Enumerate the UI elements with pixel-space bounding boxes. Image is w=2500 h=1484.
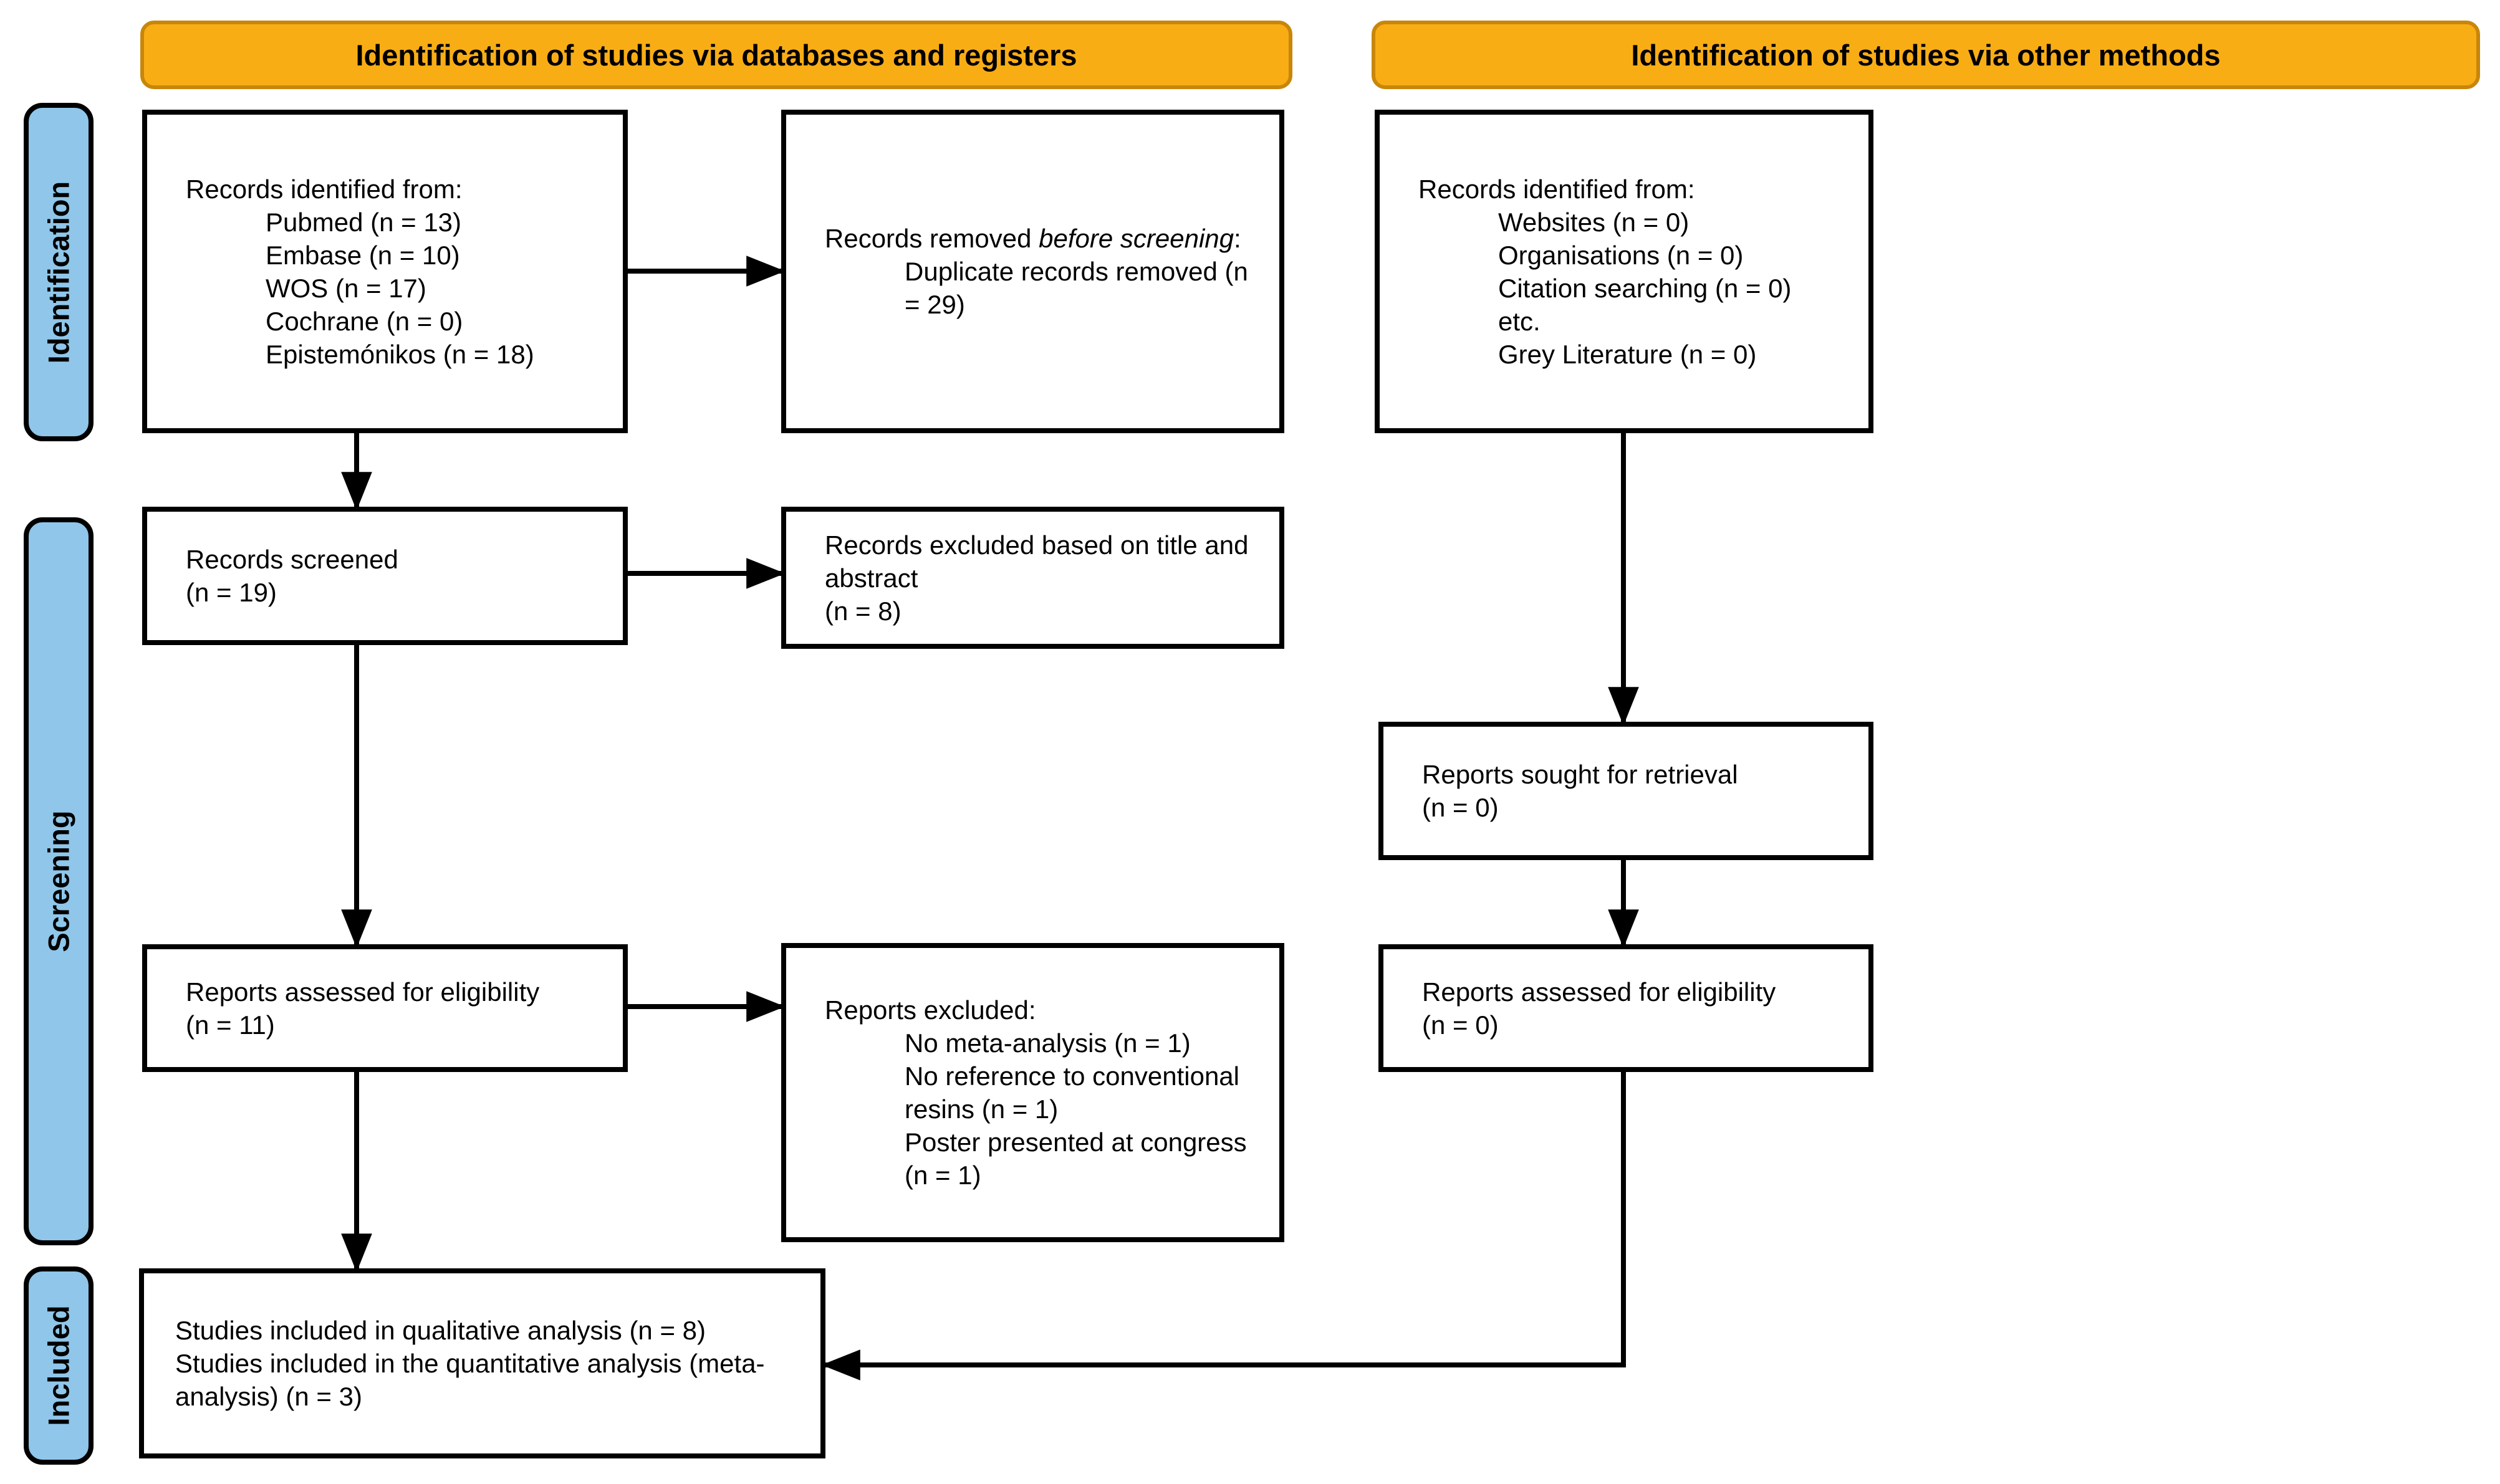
box-records-removed-before-screening: Records removed before screening: Duplic… xyxy=(781,110,1284,433)
banner-databases-registers: Identification of studies via databases … xyxy=(140,21,1292,89)
banner-other-methods: Identification of studies via other meth… xyxy=(1372,21,2480,89)
box-reports-assessed-eligibility-databases: Reports assessed for eligibility (n = 11… xyxy=(142,944,628,1072)
box-line: Records excluded based on title and abst… xyxy=(825,530,1249,593)
italic-phrase: before screening xyxy=(1039,224,1234,253)
box-line: Reports sought for retrieval xyxy=(1422,760,1738,789)
box-title: Records identified from: xyxy=(186,174,463,204)
box-reports-assessed-eligibility-other: Reports assessed for eligibility (n = 0) xyxy=(1378,944,1873,1072)
box-records-identified-other-methods: Records identified from: Websites (n = 0… xyxy=(1375,110,1873,433)
banner-databases-label: Identification of studies via databases … xyxy=(355,38,1077,72)
exclusion-item: No meta-analysis (n = 1) xyxy=(905,1028,1191,1058)
removed-item: Duplicate records removed (n = 29) xyxy=(905,257,1248,319)
box-title: Records removed before screening: xyxy=(825,224,1241,253)
box-line: Reports assessed for eligibility xyxy=(186,977,540,1007)
box-count: (n = 11) xyxy=(186,1010,275,1040)
source-item: Citation searching (n = 0) xyxy=(1498,273,1792,303)
box-line: Studies included in qualitative analysis… xyxy=(175,1316,706,1345)
source-item: Organisations (n = 0) xyxy=(1498,240,1744,270)
box-line: Studies included in the quantitative ana… xyxy=(175,1349,765,1411)
box-title: Reports excluded: xyxy=(825,995,1036,1025)
source-item: Grey Literature (n = 0) xyxy=(1498,339,1757,369)
box-count: (n = 0) xyxy=(1422,1010,1499,1040)
source-item: Websites (n = 0) xyxy=(1498,207,1690,237)
source-item: Pubmed (n = 13) xyxy=(266,207,462,237)
stage-identification: Identification xyxy=(24,103,94,441)
stage-screening: Screening xyxy=(24,517,94,1245)
box-title: Records identified from: xyxy=(1418,174,1695,204)
exclusion-item: No reference to conventional resins (n =… xyxy=(905,1061,1239,1124)
banner-other-label: Identification of studies via other meth… xyxy=(1631,38,2221,72)
box-line: Reports assessed for eligibility xyxy=(1422,977,1776,1007)
exclusion-item: Poster presented at congress (n = 1) xyxy=(905,1127,1247,1190)
box-records-excluded-title-abstract: Records excluded based on title and abst… xyxy=(781,507,1284,649)
stage-included: Included xyxy=(24,1266,94,1465)
box-count: (n = 19) xyxy=(186,578,277,607)
arrow-assessed-other-to-included xyxy=(821,1072,1626,1381)
source-item: WOS (n = 17) xyxy=(266,273,426,303)
source-item: Epistemónikos (n = 18) xyxy=(266,339,534,369)
box-studies-included: Studies included in qualitative analysis… xyxy=(139,1268,825,1458)
box-records-screened: Records screened (n = 19) xyxy=(142,507,628,645)
source-item: Embase (n = 10) xyxy=(266,240,460,270)
box-count: (n = 8) xyxy=(825,596,901,626)
box-reports-excluded: Reports excluded: No meta-analysis (n = … xyxy=(781,943,1284,1242)
source-item: Cochrane (n = 0) xyxy=(266,306,463,336)
source-item: etc. xyxy=(1498,306,1541,336)
box-records-identified-databases: Records identified from: Pubmed (n = 13)… xyxy=(142,110,628,433)
box-line: Records screened xyxy=(186,545,398,574)
box-count: (n = 0) xyxy=(1422,793,1499,822)
